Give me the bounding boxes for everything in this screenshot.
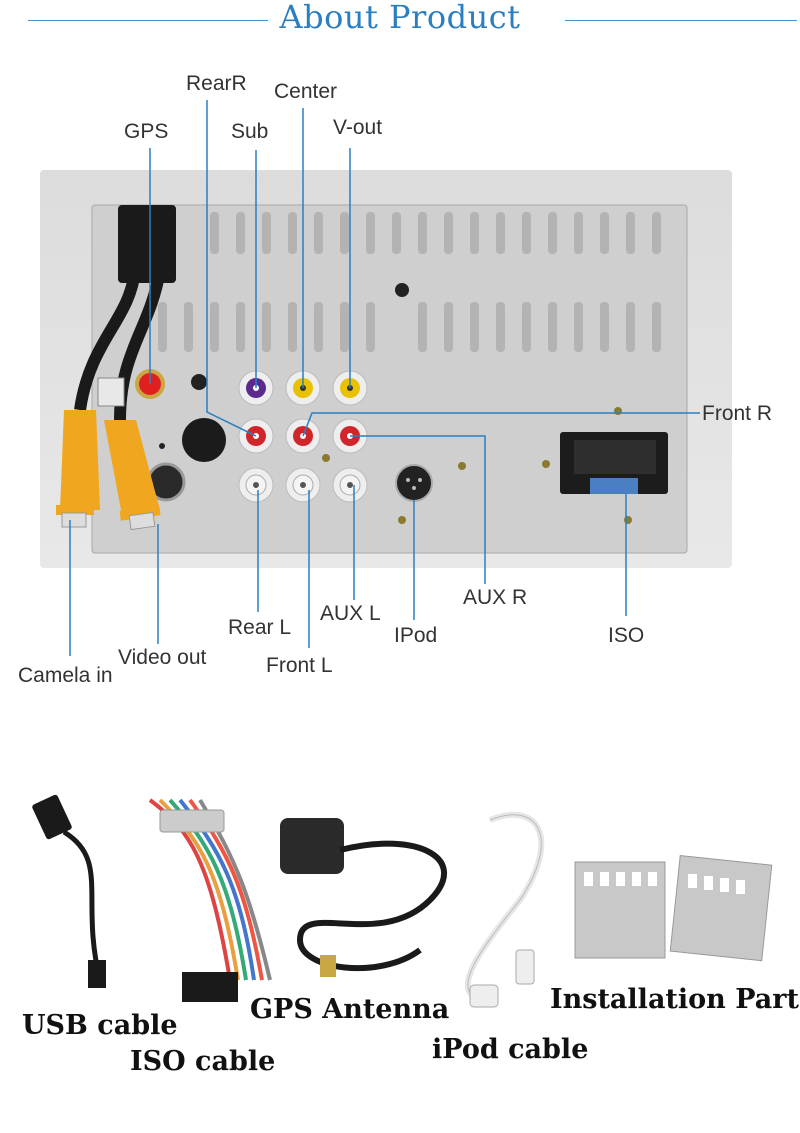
usb-cable-illustration — [32, 794, 106, 988]
vent-row-1 — [210, 212, 661, 254]
iso-cable-illustration — [148, 798, 272, 1002]
rca-cables — [56, 205, 176, 531]
installation-parts-illustration — [574, 855, 773, 962]
ipod-cable-illustration — [464, 811, 545, 1008]
header-line-right — [565, 20, 797, 21]
rca-jack-rear-l — [238, 467, 274, 503]
label-front-r: Front R — [702, 402, 773, 425]
label-v-out: V-out — [333, 116, 383, 139]
label-camera-in: Camela in — [18, 664, 113, 687]
label-center: Center — [274, 80, 338, 103]
iso-connector — [560, 432, 668, 494]
vent-row-2 — [158, 302, 661, 352]
label-front-l: Front L — [266, 654, 333, 677]
label-installation-parts: Installation Parts — [550, 984, 800, 1015]
leader-lines — [69, 100, 700, 656]
header-line-left — [28, 20, 268, 21]
label-gps-antenna: GPS Antenna — [250, 994, 450, 1025]
label-aux-l: AUX L — [320, 602, 381, 625]
label-sub: Sub — [231, 120, 269, 143]
gps-antenna-illustration — [280, 818, 447, 977]
label-aux-r: AUX R — [463, 586, 528, 609]
ipod-port — [395, 464, 433, 502]
page-title: About Product — [279, 0, 521, 36]
label-video-out: Video out — [118, 646, 207, 669]
rca-jack-aux-l — [332, 467, 368, 503]
label-iso-cable: ISO cable — [130, 1046, 276, 1077]
label-rear-r: RearR — [186, 72, 247, 95]
label-iso: ISO — [608, 624, 645, 647]
head-unit-rear — [91, 204, 688, 554]
label-ipod: IPod — [394, 624, 438, 647]
label-gps: GPS — [124, 120, 169, 143]
label-rear-l: Rear L — [228, 616, 292, 639]
label-ipod-cable: iPod cable — [432, 1034, 589, 1065]
header: About Product — [0, 0, 800, 40]
rca-jacks — [238, 370, 368, 503]
label-usb-cable: USB cable — [22, 1010, 178, 1041]
rca-jack-front-l — [285, 467, 321, 503]
